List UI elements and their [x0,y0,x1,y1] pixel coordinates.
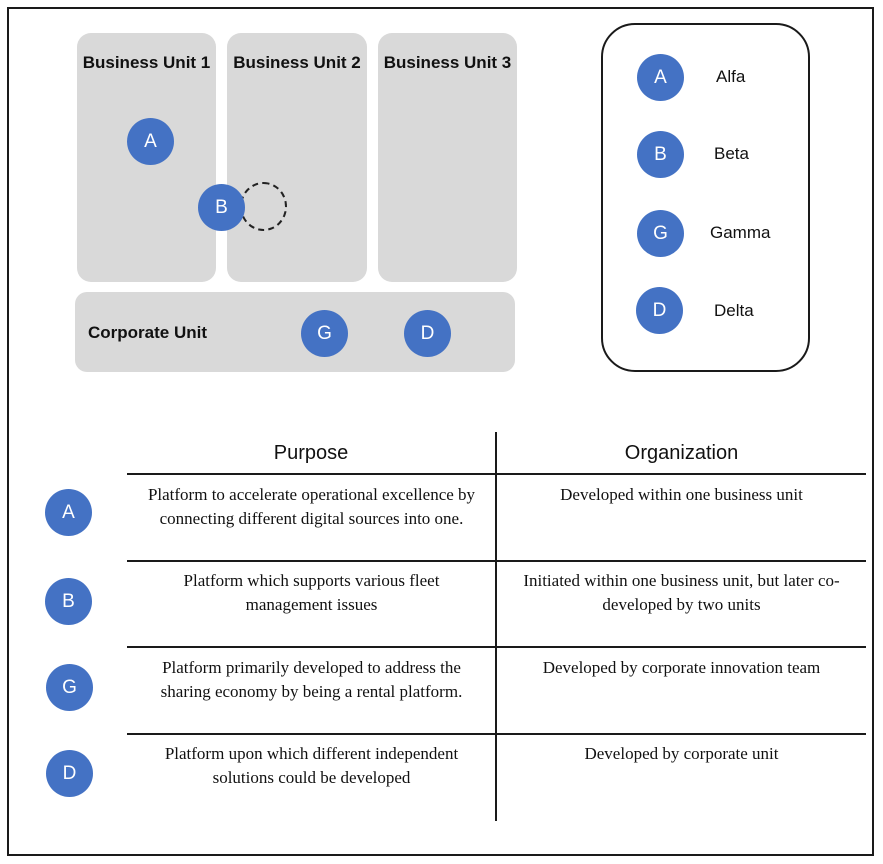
purpose-cell-d: Platform upon which different independen… [164,744,459,787]
legend-label-beta: Beta [714,144,749,163]
purpose-cell-b: Platform which supports various fleet ma… [183,571,440,614]
corporate-unit-title: Corporate Unit [88,323,207,342]
legend-box [601,23,810,372]
organization-cell-b: Initiated within one business unit, but … [523,571,840,614]
legend-marker-g: G [637,210,684,257]
row-divider [127,473,866,475]
business-unit-2-title: Business Unit 2 [233,53,361,72]
figure-frame [7,7,874,856]
row-divider [127,646,866,648]
row-divider [127,733,866,735]
business-unit-1: Business Unit 1 [77,33,216,282]
dashed-circle-outline [240,182,287,231]
business-unit-1-title: Business Unit 1 [82,53,211,72]
marker-g: G [301,310,348,357]
legend-marker-d: D [636,287,683,334]
business-unit-3-title: Business Unit 3 [383,53,512,72]
purpose-cell-a: Platform to accelerate operational excel… [147,485,476,528]
legend-label-alfa: Alfa [716,67,746,86]
row-marker-g: G [46,664,93,711]
header-organization: Organization [624,442,739,464]
row-marker-b: B [45,578,92,625]
organization-cell-g: Developed by corporate innovation team [542,658,821,677]
business-unit-3: Business Unit 3 [378,33,517,282]
legend-label-delta: Delta [714,301,754,320]
row-marker-a: A [45,489,92,536]
marker-d: D [404,310,451,357]
legend-marker-b: B [637,131,684,178]
row-marker-d: D [46,750,93,797]
organization-cell-d: Developed by corporate unit [584,744,779,763]
row-divider [127,560,866,562]
business-unit-2: Business Unit 2 [227,33,367,282]
organization-cell-a: Developed within one business unit [560,485,803,504]
legend-label-gamma: Gamma [710,223,771,242]
marker-b: B [198,184,245,231]
marker-a: A [127,118,174,165]
legend-marker-a: A [637,54,684,101]
table-column-divider [495,432,497,821]
purpose-cell-g: Platform primarily developed to address … [160,658,463,701]
header-purpose: Purpose [273,442,349,464]
